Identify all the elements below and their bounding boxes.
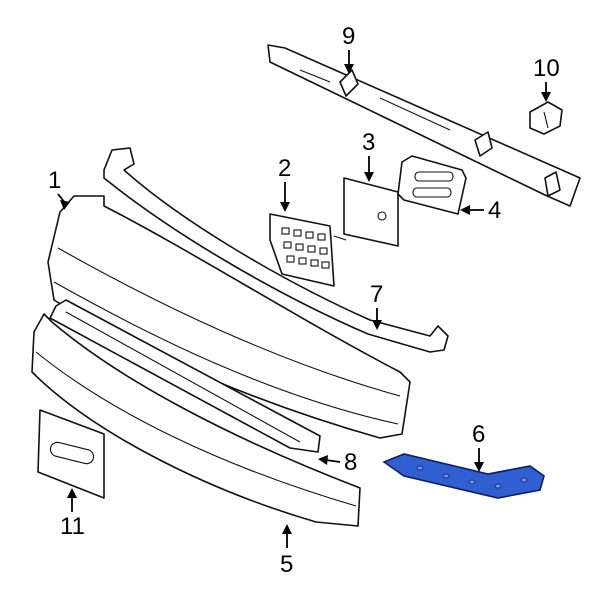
- callout-4: 4: [460, 197, 501, 224]
- callout-4-label: 4: [488, 197, 501, 224]
- callout-3-label: 3: [362, 129, 375, 156]
- part-7-retainer: [103, 147, 449, 353]
- callout-1-label: 1: [48, 167, 61, 194]
- part-4-gasket: [397, 155, 467, 215]
- callout-11-label: 11: [60, 513, 85, 540]
- callout-3: 3: [362, 129, 375, 182]
- callout-5: 5: [280, 524, 293, 578]
- part-9-reinforcement: [267, 44, 581, 207]
- part-6-bracket-highlighted: [382, 453, 545, 499]
- callout-8: 8: [318, 449, 357, 476]
- part-10-bracket: [529, 101, 563, 135]
- part-5-bumper: [31, 313, 361, 527]
- part-11-plate: [37, 409, 105, 499]
- callout-8-label: 8: [344, 449, 357, 476]
- callout-1: 1: [48, 167, 70, 210]
- callout-7: 7: [370, 281, 383, 330]
- part-8-absorber: [49, 299, 321, 453]
- callout-2: 2: [278, 155, 291, 212]
- callout-9: 9: [342, 23, 355, 74]
- callout-2-label: 2: [278, 155, 291, 182]
- callout-7-label: 7: [370, 281, 383, 308]
- callout-11: 11: [60, 488, 85, 540]
- callout-6-label: 6: [472, 421, 485, 448]
- callout-6: 6: [472, 421, 485, 472]
- callout-9-label: 9: [342, 23, 355, 50]
- part-1-bumper-cover: [47, 195, 411, 439]
- part-3-plate: [343, 177, 399, 247]
- callout-10-label: 10: [533, 55, 560, 82]
- part-2-lamp: [269, 213, 347, 287]
- callout-10: 10: [533, 55, 560, 102]
- callout-5-label: 5: [280, 551, 293, 578]
